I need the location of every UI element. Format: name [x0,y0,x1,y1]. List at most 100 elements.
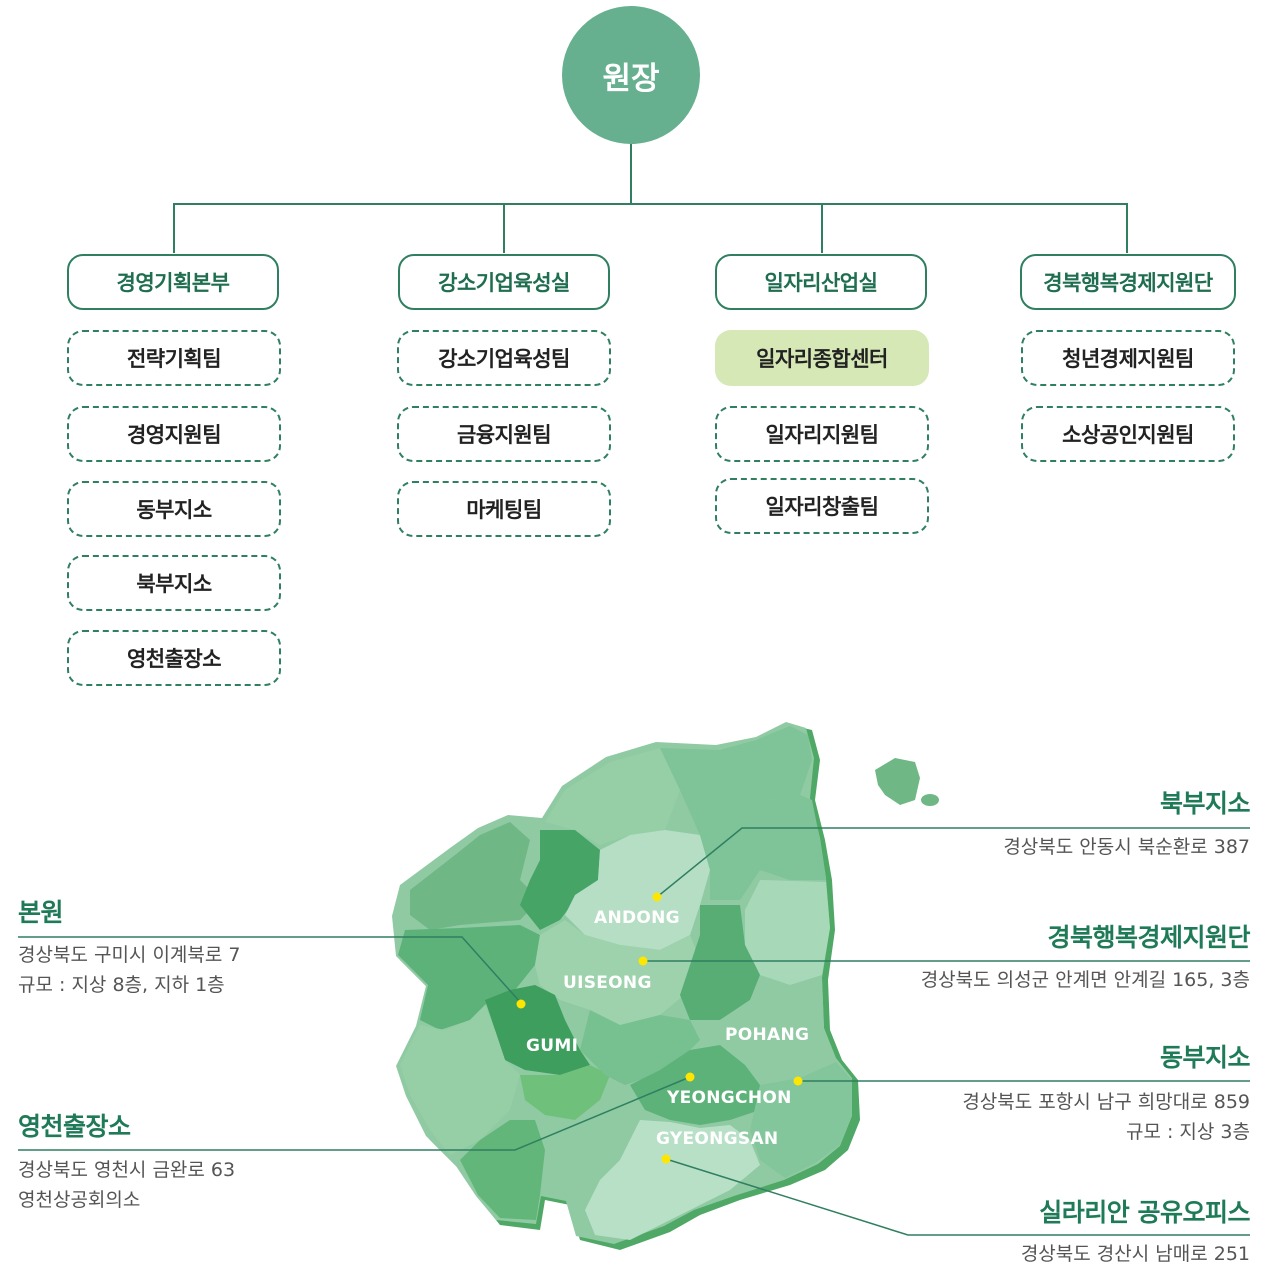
marker-yeongchon [685,1072,695,1082]
team-job-creation: 일자리창출팀 [715,478,929,534]
team-label: 일자리지원팀 [765,423,879,447]
address-line: 경상북도 경산시 남매로 251 [1020,1243,1250,1265]
connector-dept-4 [1126,203,1128,253]
address-line: 경상북도 의성군 안계면 안계길 165, 3층 [920,969,1250,991]
marker-gumi [516,999,526,1009]
marker-pohang [793,1076,803,1086]
region-gyeongsan [585,1120,760,1240]
connector-dept-1 [173,203,175,253]
dept-label: 경영기획본부 [116,271,230,295]
location-address-main: 경상북도 구미시 이계북로 7 규모 : 지상 8층, 지하 1층 [18,940,241,1000]
connector-dept-3 [821,203,823,253]
dept-label: 경북행복경제지원단 [1043,271,1213,295]
region-label-andong: ANDONG [594,908,680,928]
region-n1 [545,748,680,845]
region-gumi [485,985,590,1075]
team-label: 전략기획팀 [126,347,222,371]
leader-line-main [18,936,522,1004]
location-title-yeongcheon: 영천출장소 [18,1112,131,1141]
address-line: 영천상공회의소 [18,1189,141,1211]
team-label: 금융지원팀 [456,423,552,447]
region-w [398,925,540,1030]
region-mid-dark [680,905,760,1020]
team-label: 북부지소 [136,572,212,596]
region-label-uiseong: UISEONG [563,973,652,993]
region-sw2 [520,1065,610,1120]
team-sme-growth: 강소기업육성팀 [397,330,611,386]
marker-andong [652,892,662,902]
address-line: 경상북도 포항시 남구 희망대로 859 [962,1091,1250,1113]
team-marketing: 마케팅팀 [397,481,611,537]
leader-line-yeongcheon [18,1076,691,1151]
marker-gyeongsan [661,1154,671,1164]
dept-label: 일자리산업실 [764,271,878,295]
connector-vertical-main [630,144,632,204]
location-title-east: 동부지소 [1159,1043,1251,1072]
team-label: 일자리종합센터 [756,347,888,371]
region-yeongchon [630,1045,760,1125]
region-nw [410,822,540,930]
address-line: 경상북도 구미시 이계북로 7 [18,944,241,966]
director-label: 원장 [602,60,660,97]
region-dark-n [520,830,600,930]
leader-line-north [656,827,1250,898]
region-label-gumi: GUMI [526,1036,579,1056]
team-job-center: 일자리종합센터 [715,330,929,386]
address-line: 규모 : 지상 3층 [1125,1121,1250,1143]
leader-line-silarian [665,1158,1250,1236]
region-uiseong [535,920,700,1025]
team-north-branch: 북부지소 [67,555,281,611]
team-label: 경영지원팀 [126,423,222,447]
team-label: 영천출장소 [126,647,222,671]
region-andong [565,830,710,950]
location-title-north: 북부지소 [1159,789,1251,818]
team-label: 동부지소 [136,498,212,522]
region-label-gyeongsan: GYEONGSAN [656,1129,779,1149]
team-yeongcheon-office: 영천출장소 [67,630,281,686]
team-strategy-planning: 전략기획팀 [67,330,281,386]
address-line: 규모 : 지상 8층, 지하 1층 [18,974,225,996]
region-cs [580,1010,700,1085]
location-title-main: 본원 [18,898,64,927]
team-label: 일자리창출팀 [765,495,879,519]
dept-happy-economy: 경북행복경제지원단 [1020,254,1236,310]
dept-management-planning: 경영기획본부 [67,254,279,310]
region-n2 [660,726,812,835]
team-label: 강소기업육성팀 [438,347,570,371]
director-node: 원장 [562,6,700,144]
island-ulleung [875,758,920,805]
location-address-happy-economy: 경상북도 의성군 안계면 안계길 165, 3층 [921,965,1250,995]
region-ne [700,795,826,900]
region-s-w [460,1120,545,1220]
address-line: 경상북도 안동시 북순환로 387 [1003,836,1250,858]
dept-label: 강소기업육성실 [438,271,570,295]
team-finance-support: 금융지원팀 [397,406,611,462]
region-sw [400,1005,520,1155]
marker-uiseong [638,956,648,966]
location-address-north: 경상북도 안동시 북순환로 387 [1003,832,1250,862]
team-small-business: 소상공인지원팀 [1021,406,1235,462]
region-se [750,1062,852,1178]
team-east-branch: 동부지소 [67,481,281,537]
team-label: 소상공인지원팀 [1062,423,1194,447]
location-address-silarian: 경상북도 경산시 남매로 251 [1021,1239,1250,1269]
team-label: 마케팅팀 [466,498,542,522]
location-address-east: 경상북도 포항시 남구 희망대로 859 규모 : 지상 3층 [962,1087,1250,1147]
team-label: 청년경제지원팀 [1062,347,1194,371]
team-management-support: 경영지원팀 [67,406,281,462]
island-dokdo [921,794,939,806]
address-line: 경상북도 영천시 금완로 63 [18,1159,236,1181]
connector-dept-2 [503,203,505,253]
region-ne-light [745,880,830,985]
connector-horizontal [173,203,1128,205]
location-address-yeongcheon: 경상북도 영천시 금완로 63 영천상공회의소 [18,1155,235,1215]
region-pohang [720,978,836,1075]
location-title-happy-economy: 경북행복경제지원단 [1047,923,1250,952]
region-label-yeongchon: YEONGCHON [667,1088,792,1108]
dept-job-industry: 일자리산업실 [715,254,927,310]
region-label-pohang: POHANG [725,1025,810,1045]
location-title-silarian: 실라리안 공유오피스 [1039,1198,1250,1227]
team-job-support: 일자리지원팀 [715,406,929,462]
dept-sme-growth: 강소기업육성실 [398,254,610,310]
